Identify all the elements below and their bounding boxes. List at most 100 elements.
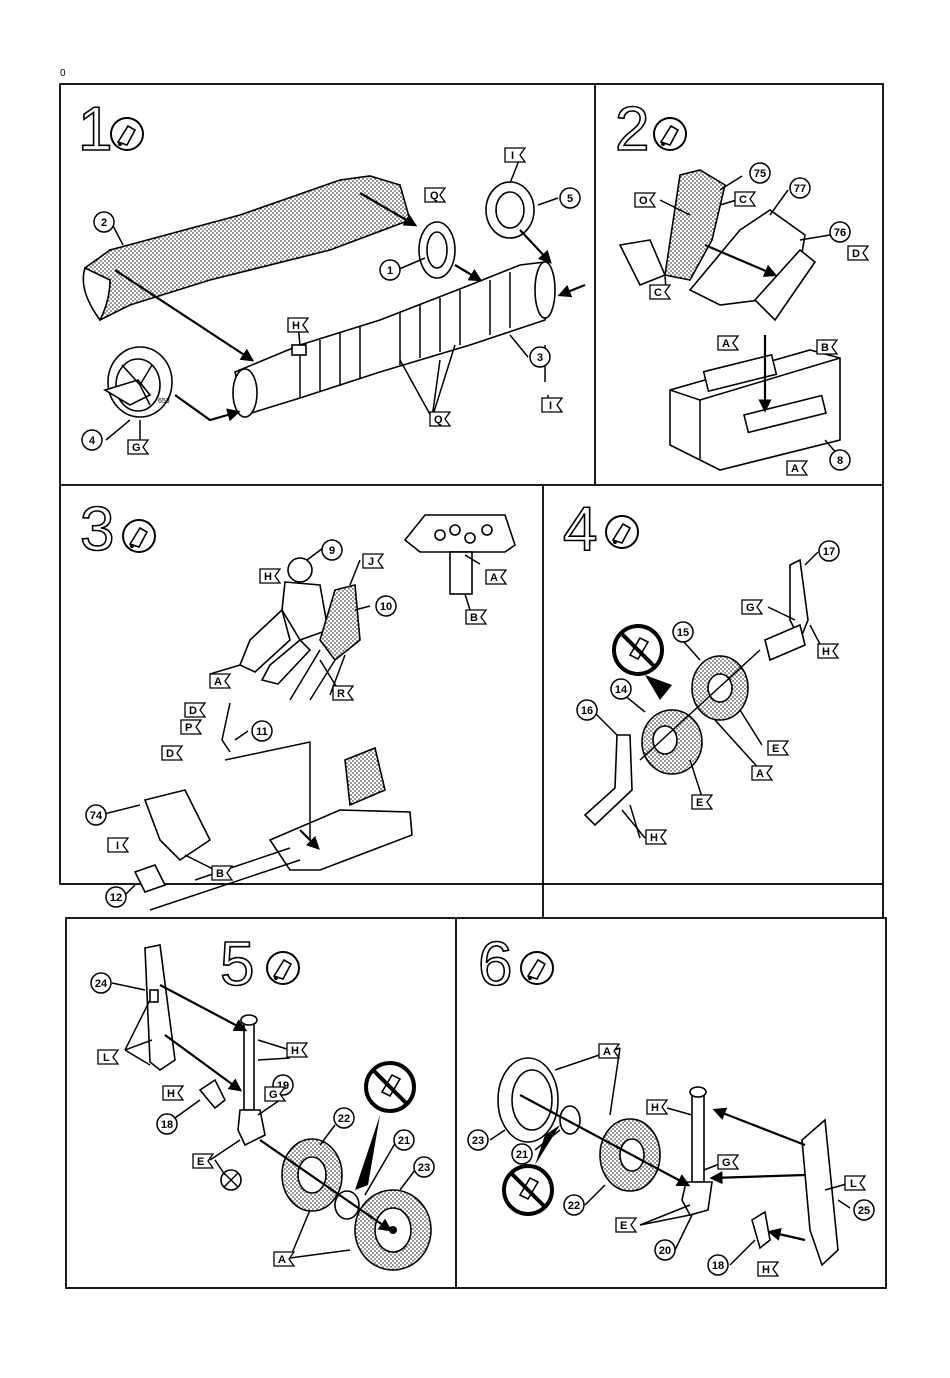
tag-c-2: C [650,285,670,299]
svg-text:G: G [722,1157,731,1169]
tag-d-2: D [162,746,182,760]
tag-q-2: Q [430,412,450,426]
callout-75: 75 [750,163,770,183]
svg-text:A: A [603,1046,611,1058]
svg-text:D: D [166,748,174,760]
svg-text:16: 16 [581,705,593,717]
svg-text:21: 21 [398,1135,410,1147]
engine-core [233,262,555,417]
glue-icon [267,952,299,984]
glue-icon [521,952,553,984]
callout-10: 10 [376,596,396,616]
svg-text:B: B [821,342,829,354]
svg-text:4: 4 [89,435,96,447]
svg-text:C: C [654,287,662,299]
glue-icon [111,118,143,150]
svg-text:C: C [739,194,747,206]
callout-23: 23 [414,1157,434,1177]
svg-text:H: H [651,1102,659,1114]
callout-25: 25 [854,1200,874,1220]
svg-text:E: E [772,743,779,755]
svg-text:O: O [639,195,648,207]
tag-a: A [718,336,738,350]
callout-3: 3 [530,347,550,367]
callout-22: 22 [564,1195,584,1215]
svg-text:23: 23 [472,1135,484,1147]
callout-12: 12 [106,887,126,907]
svg-text:2: 2 [615,95,649,164]
callout-4: 4 [82,430,102,450]
part-stamp: 653 [158,398,170,405]
tag-j: J [363,554,383,568]
tag-g: G [742,600,762,614]
callout-21: 21 [512,1144,532,1164]
tag-o: O [635,193,655,207]
svg-text:17: 17 [823,546,835,558]
pilot-figure [240,558,328,684]
tag-i-2: I [542,398,562,412]
svg-text:H: H [264,571,272,583]
svg-text:5: 5 [567,193,573,205]
no-glue-icon [366,1063,414,1111]
svg-text:B: B [216,868,224,880]
tag-a-2: A [787,461,807,475]
callout-9: 9 [322,540,342,560]
callout-18: 18 [708,1255,728,1275]
svg-text:E: E [620,1220,627,1232]
svg-text:22: 22 [568,1200,580,1212]
no-glue-icon [614,626,662,674]
callout-5: 5 [560,188,580,208]
tag-i: I [505,148,525,162]
tag-e: E [616,1218,636,1232]
tag-p: P [181,720,201,734]
svg-text:H: H [650,832,658,844]
tag-a-2: A [210,674,230,688]
tag-e-2: E [692,795,712,809]
svg-text:D: D [852,248,860,260]
svg-text:3: 3 [80,495,114,564]
callout-16: 16 [577,700,597,720]
svg-text:11: 11 [256,726,268,738]
svg-text:H: H [292,320,300,332]
svg-text:9: 9 [329,545,335,557]
svg-text:B: B [470,612,478,624]
callout-77: 77 [790,178,810,198]
svg-text:5: 5 [220,930,254,999]
svg-text:6: 6 [478,930,512,999]
tag-e: E [768,741,788,755]
callout-2: 2 [94,212,114,232]
callout-11: 11 [252,721,272,741]
callout-24: 24 [91,973,111,993]
svg-text:74: 74 [90,810,103,822]
glue-icon [606,516,638,548]
svg-text:G: G [269,1089,278,1101]
svg-text:A: A [490,572,498,584]
svg-text:I: I [116,840,119,852]
tag-a: A [274,1252,294,1266]
tag-c: C [735,192,755,206]
svg-text:H: H [822,646,830,658]
tag-h: H [818,644,838,658]
glue-icon [123,520,155,552]
tag-a: A [752,766,772,780]
svg-text:77: 77 [794,183,806,195]
callout-14: 14 [611,679,631,699]
svg-text:75: 75 [754,168,766,180]
svg-text:4: 4 [563,495,597,564]
tag-a: A [599,1044,619,1058]
svg-text:22: 22 [338,1113,350,1125]
glue-icon [654,118,686,150]
svg-text:H: H [762,1264,770,1276]
svg-text:A: A [722,338,730,350]
svg-text:L: L [850,1178,857,1190]
svg-text:A: A [791,463,799,475]
svg-text:3: 3 [537,352,543,364]
callout-22: 22 [334,1108,354,1128]
tag-r: R [333,686,353,700]
tag-q: Q [425,188,445,202]
svg-text:10: 10 [380,601,392,613]
svg-text:23: 23 [418,1162,430,1174]
svg-text:15: 15 [677,627,689,639]
callout-8: 8 [830,450,850,470]
tag-h: H [260,569,280,583]
